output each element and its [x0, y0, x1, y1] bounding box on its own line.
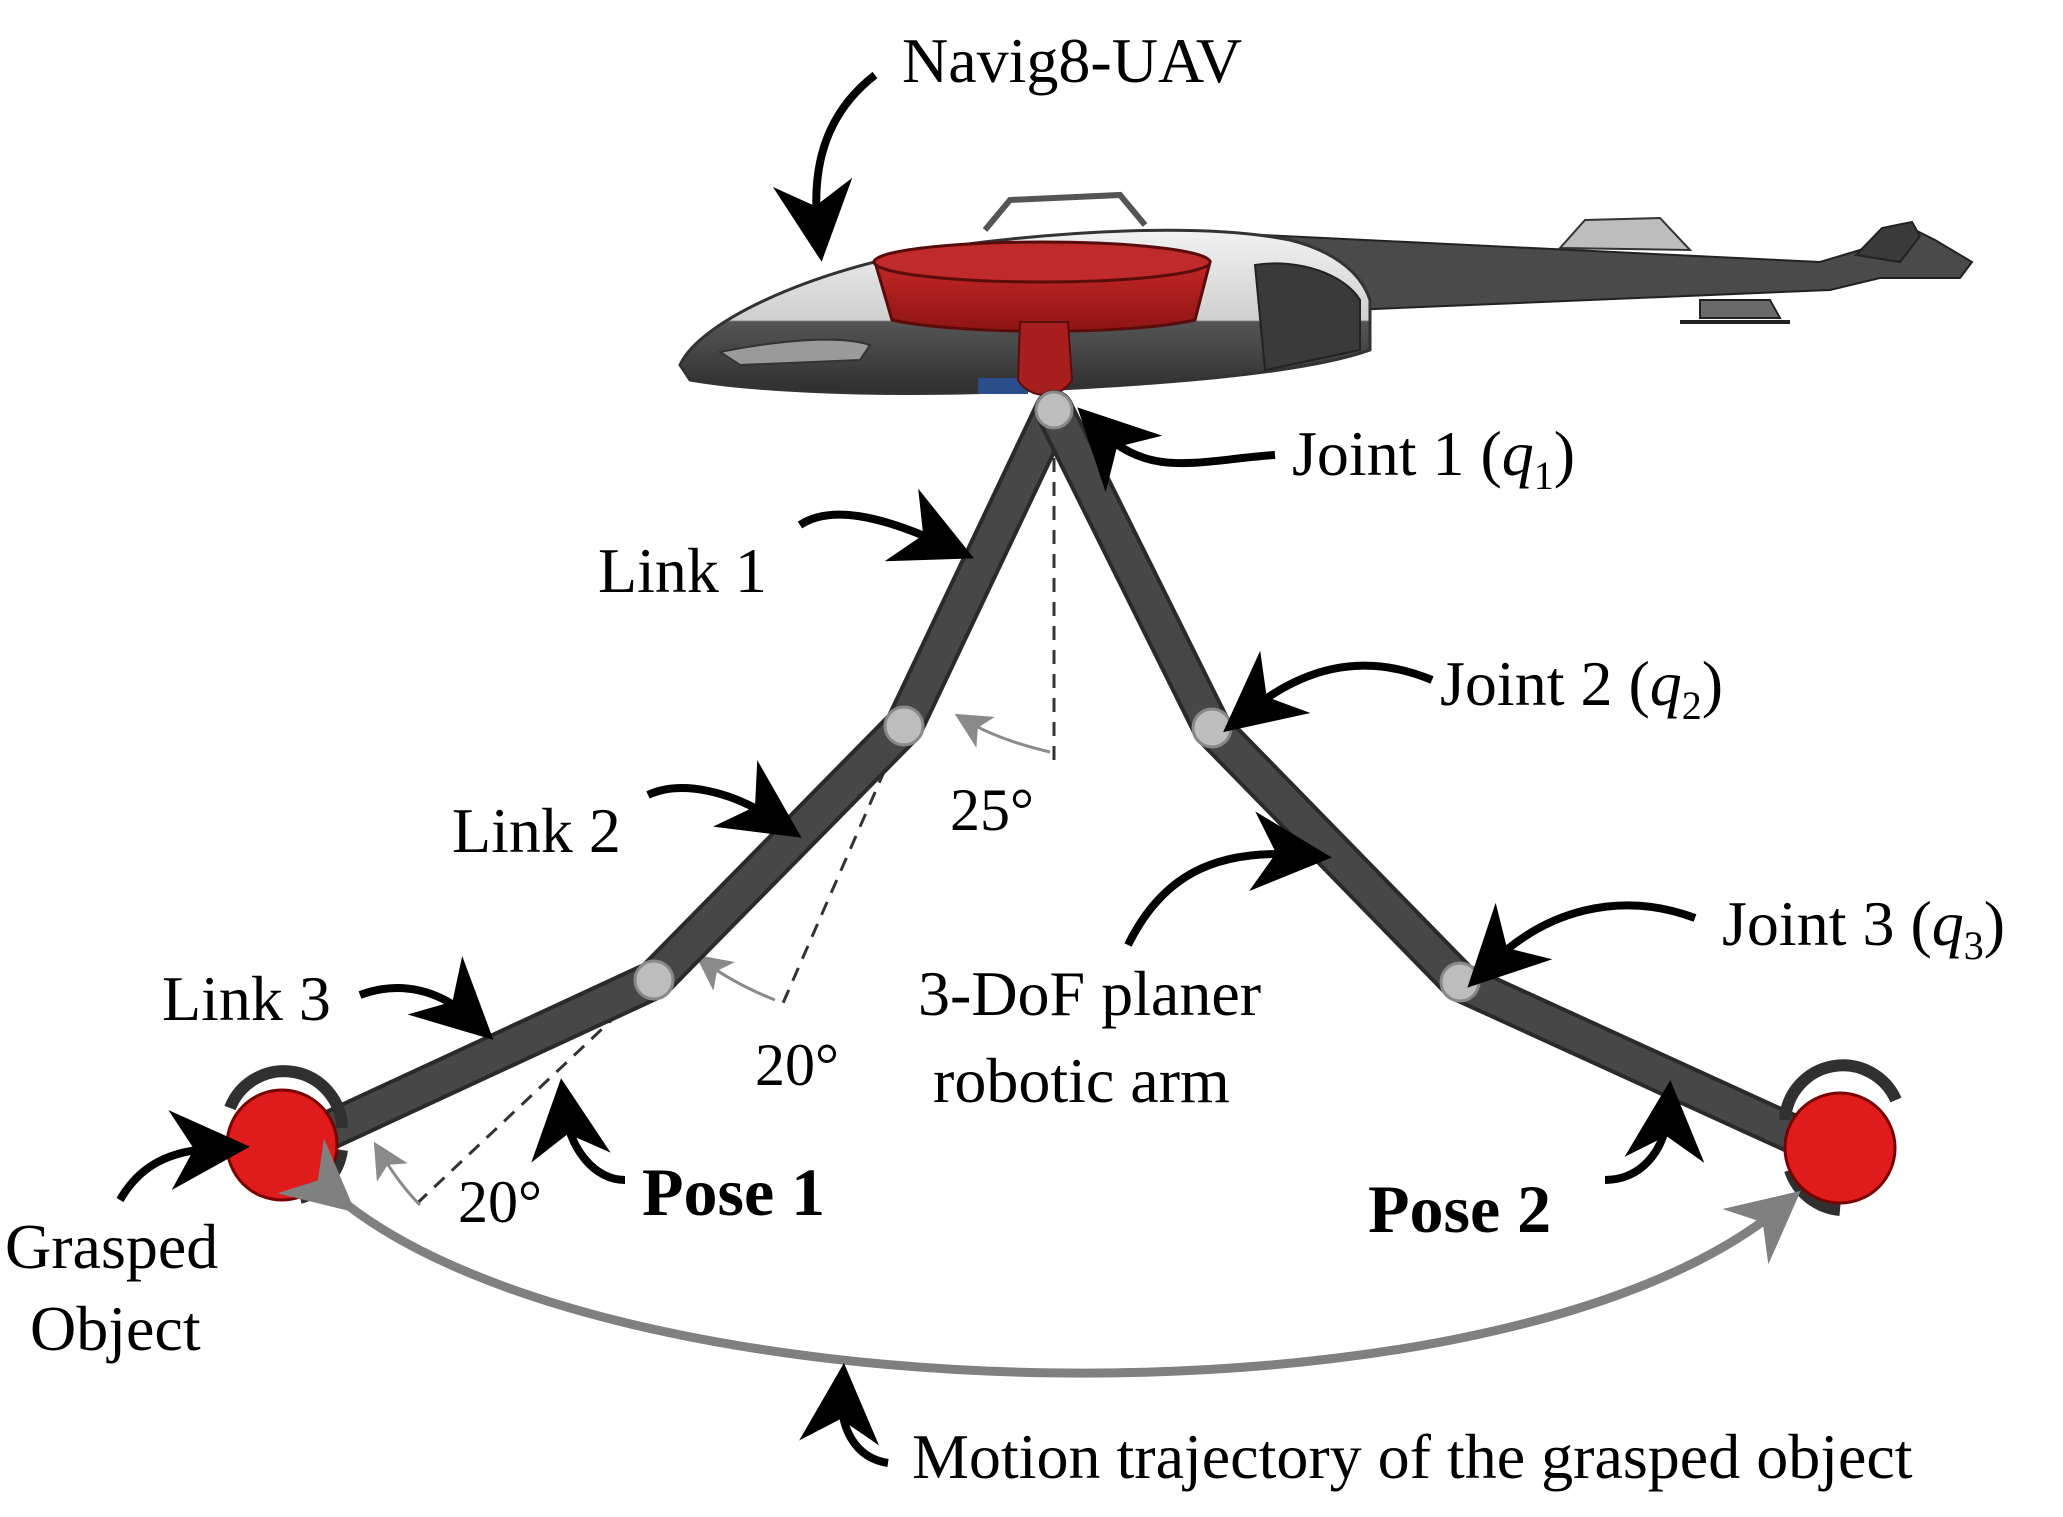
object-label-line2: Object [30, 1293, 201, 1364]
link3-label: Link 3 [162, 963, 331, 1034]
link1-label: Link 1 [598, 535, 767, 606]
robotic-arm-pose-1 [310, 390, 1074, 1150]
joint2-callout-arrow [1223, 650, 1434, 733]
joint1-marker [1034, 390, 1074, 430]
joint2-marker-pose1 [883, 705, 925, 747]
object-label-line1: Grasped [5, 1211, 218, 1282]
angle-label-joint3: 20° [458, 1169, 542, 1235]
link1-callout-arrow [797, 488, 975, 562]
callout-arrows [116, 71, 1705, 1467]
pose2-callout-arrow [1604, 1080, 1705, 1184]
joint3-label: Joint 3 (q3) [1722, 888, 2005, 968]
joint2-label: Joint 2 (q2) [1440, 648, 1723, 728]
uav-rotor [872, 240, 1212, 396]
arm-label-line2: robotic arm [933, 1045, 1230, 1116]
object-callout-arrow [116, 1110, 250, 1203]
joint1-callout-arrow [1077, 407, 1276, 493]
uav-body [678, 191, 1974, 395]
arm-label-line1: 3-DoF planer [918, 958, 1261, 1029]
angle-label-joint2: 20° [755, 1032, 839, 1098]
arm-callout-arrow [1124, 811, 1332, 947]
link3-callout-arrow [358, 956, 494, 1040]
grasped-object-pose1 [224, 1065, 348, 1204]
grasped-object-pose2 [1779, 1059, 1902, 1216]
angle-label-joint1: 25° [950, 777, 1034, 843]
pose1-callout-arrow [531, 1078, 626, 1184]
uav-label: Navig8-UAV [902, 25, 1242, 96]
joint3-marker-pose1 [633, 959, 675, 1001]
link2-callout-arrow [646, 760, 802, 838]
uav-callout-arrow [772, 71, 878, 262]
pose1-label: Pose 1 [642, 1154, 825, 1230]
joint1-label: Joint 1 (q1) [1292, 418, 1575, 498]
joint2-marker-pose2 [1191, 707, 1233, 749]
trajectory-callout-arrow [799, 1363, 889, 1467]
joint3-marker-pose2 [1439, 961, 1481, 1003]
pose2-label: Pose 2 [1368, 1171, 1551, 1247]
trajectory-arrow [277, 1138, 1801, 1378]
link2-label: Link 2 [452, 795, 621, 866]
joint3-callout-arrow [1467, 901, 1697, 988]
trajectory-label: Motion trajectory of the grasped object [912, 1421, 1913, 1492]
